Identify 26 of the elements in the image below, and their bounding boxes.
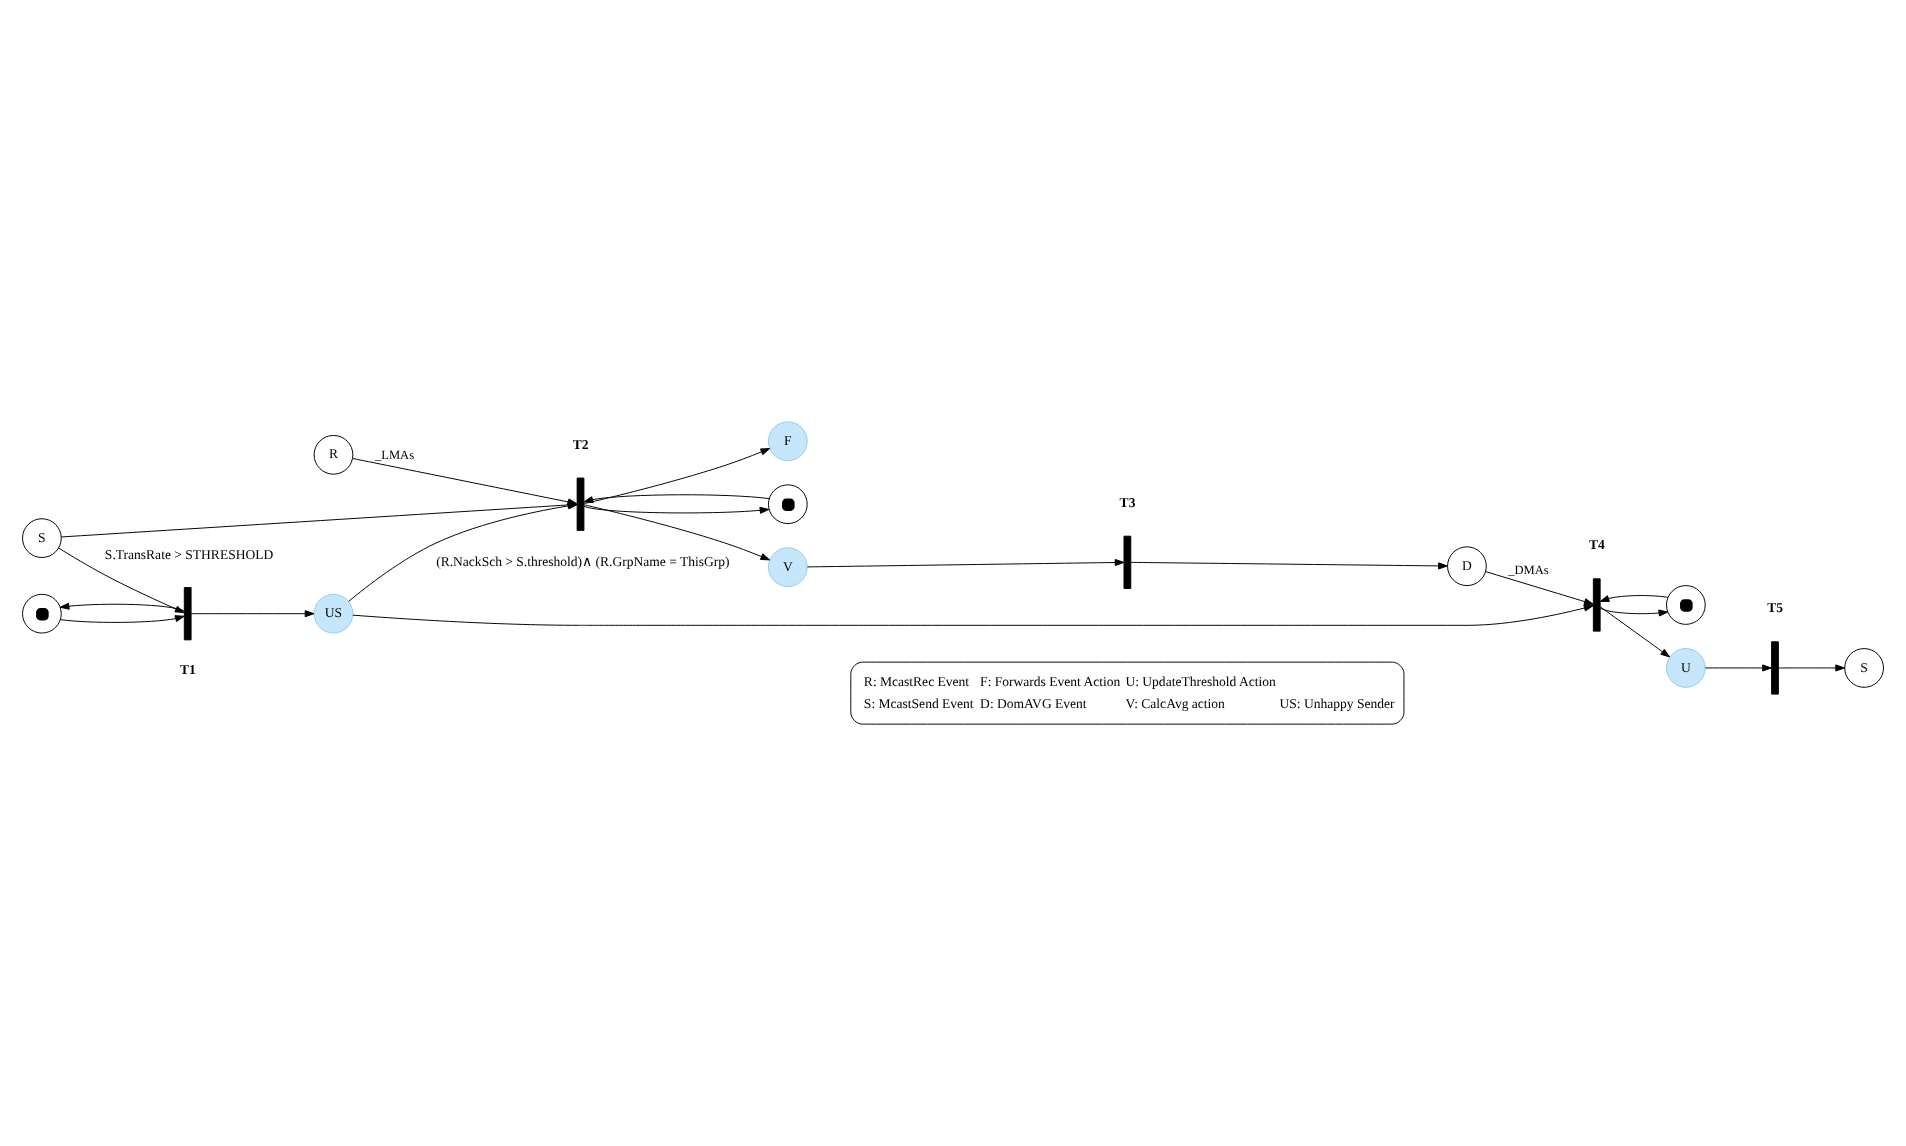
- node-bar: [183, 587, 192, 641]
- arrow: [1485, 571, 1594, 606]
- node-token: [767, 484, 808, 525]
- arrow: [60, 615, 185, 623]
- arrow: [1704, 664, 1772, 672]
- node-bar: [576, 477, 585, 531]
- arrow: [583, 505, 770, 514]
- node-bar: [1592, 578, 1601, 632]
- arrow: [190, 610, 315, 618]
- arrow: [352, 458, 578, 506]
- arrow: [806, 558, 1125, 568]
- arrow: [583, 494, 770, 504]
- arrow: [1778, 664, 1845, 672]
- arrow: [1599, 607, 1669, 617]
- arrow: [1599, 595, 1669, 602]
- arrow: [352, 604, 1594, 626]
- arrow: [1599, 606, 1671, 658]
- node-token: [22, 593, 62, 634]
- arrow: [583, 504, 771, 561]
- node-token: [1666, 585, 1706, 625]
- arrow: [583, 448, 771, 505]
- node-bar: [1123, 535, 1132, 589]
- arrow: [58, 547, 185, 614]
- arrow: [1130, 561, 1448, 570]
- arrow: [59, 602, 185, 612]
- node-bar: [1771, 641, 1779, 695]
